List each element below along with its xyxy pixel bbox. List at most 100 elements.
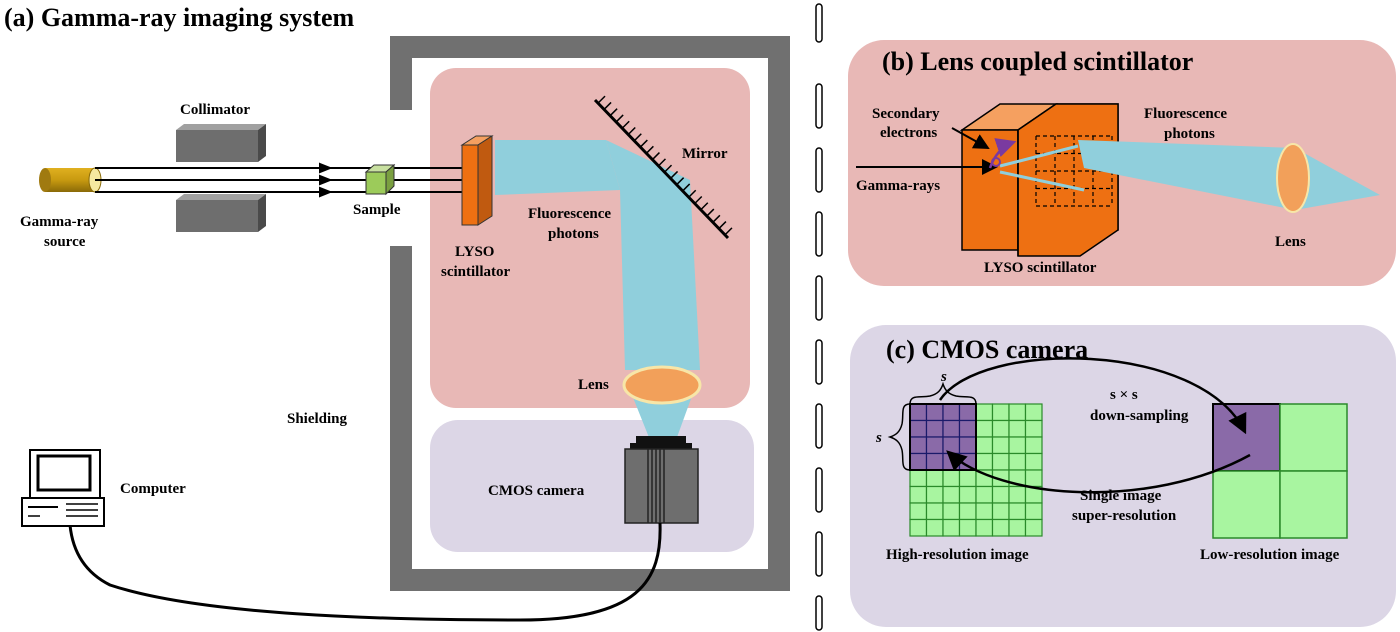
hr-pixel (991, 403, 1010, 422)
mirror-tick (694, 195, 703, 205)
hr-pixel (1008, 419, 1027, 438)
hr-pixel (991, 436, 1010, 455)
hr-pixel-purple (942, 436, 961, 455)
photon-ray-1 (999, 144, 1079, 168)
label-fluorescence-a-1: Fluorescence (528, 206, 611, 222)
hr-pixel (991, 518, 1010, 537)
hr-pixel (975, 518, 994, 537)
collimator-bottom (176, 194, 266, 232)
mirror-tick (663, 164, 673, 173)
sample-cube (364, 163, 396, 196)
mirror-tick (724, 227, 733, 236)
hr-pixel (1024, 436, 1043, 455)
hr-pixel (1024, 469, 1043, 488)
hr-pixel (1008, 518, 1027, 537)
label-gamma-source-1: Gamma-ray (20, 214, 99, 230)
hr-pixel-purple (925, 436, 944, 455)
hr-pixel (975, 419, 994, 438)
mirror-tick (700, 202, 709, 211)
lyso-scintillator-b (959, 103, 1119, 257)
hr-pixel (1008, 502, 1027, 521)
hr-pixel (1024, 403, 1043, 422)
label-lens-b: Lens (1275, 234, 1306, 250)
electron-path (988, 138, 1017, 169)
label-lyso-1: LYSO (455, 244, 494, 260)
mirror-tick (627, 126, 636, 136)
mirror (593, 95, 733, 240)
hr-pixel (958, 469, 977, 488)
mirror-tick (633, 133, 642, 142)
mirror-tick (609, 108, 618, 117)
label-high-res: High-resolution image (886, 547, 1029, 563)
hr-block-outline (909, 403, 977, 471)
hr-pixel (925, 485, 944, 504)
label-sisr-1: Single image (1080, 488, 1162, 504)
cmos-camera-device (624, 436, 699, 524)
label-lyso-b: LYSO scintillator (984, 260, 1097, 276)
hr-pixel (1008, 485, 1027, 504)
hr-pixel (1008, 403, 1027, 422)
hr-pixel (975, 452, 994, 471)
label-low-res: Low-resolution image (1200, 547, 1340, 563)
hr-pixel (991, 485, 1010, 504)
hr-pixel-purple (925, 403, 944, 422)
mirror-tick (688, 189, 697, 198)
mirror-tick (603, 101, 612, 110)
super-resolution-arrow (946, 450, 1251, 494)
hr-pixel (1008, 452, 1027, 471)
mirror-tick (639, 139, 648, 148)
label-computer: Computer (120, 481, 186, 497)
hr-pixel-purple (909, 419, 928, 438)
hr-pixel (991, 452, 1010, 471)
hr-pixel (942, 502, 961, 521)
hr-pixel (975, 403, 994, 422)
mirror-tick (657, 158, 667, 167)
mirror-tick (682, 183, 691, 192)
label-secondary-2: electrons (880, 125, 937, 141)
hr-pixel (991, 502, 1010, 521)
hr-pixel-purple (909, 436, 928, 455)
brace-left (887, 403, 911, 471)
hr-pixel (942, 469, 961, 488)
hr-pixel (1024, 502, 1043, 521)
label-collimator: Collimator (180, 102, 250, 118)
hr-pixel (958, 485, 977, 504)
label-lyso-2: scintillator (441, 264, 510, 280)
hr-pixel (1024, 419, 1043, 438)
label-gamma-rays-b: Gamma-rays (856, 178, 940, 194)
hr-pixel (975, 485, 994, 504)
panel-a: (a) Gamma-ray imaging system (4, 3, 790, 622)
mirror-tick (597, 95, 606, 104)
label-down-sampling: down-sampling (1090, 408, 1189, 424)
hr-pixel (909, 502, 928, 521)
hr-pixel (975, 502, 994, 521)
label-fluorescence-b-2: photons (1164, 126, 1215, 142)
mirror-tick (712, 214, 721, 223)
mirror-tick (645, 145, 654, 154)
label-lens-a: Lens (578, 377, 609, 393)
mirror-tick (651, 152, 660, 161)
mirror-tick (621, 120, 630, 129)
hr-pixel-purple (958, 403, 977, 422)
mirror-tick (706, 208, 715, 217)
lens-b (1276, 143, 1310, 213)
down-sampling-arrow (938, 357, 1247, 435)
hr-pixel-purple (958, 436, 977, 455)
hr-pixel-purple (909, 452, 928, 471)
label-mirror: Mirror (682, 146, 728, 162)
lr-pixel (1279, 470, 1348, 539)
hr-pixel-purple (942, 419, 961, 438)
divider (815, 3, 823, 631)
high-resolution-grid (909, 403, 1043, 537)
lr-pixel-purple (1212, 403, 1281, 472)
hr-pixel-purple (942, 403, 961, 422)
hr-pixel (991, 419, 1010, 438)
hr-pixel (958, 518, 977, 537)
low-resolution-grid (1212, 403, 1348, 539)
label-cmos-camera-a: CMOS camera (488, 483, 585, 499)
hr-pixel (909, 485, 928, 504)
hr-pixel (909, 469, 928, 488)
panel-b-title: (b) Lens coupled scintillator (882, 47, 1193, 76)
lens-a (622, 365, 702, 405)
label-shielding: Shielding (287, 411, 348, 427)
